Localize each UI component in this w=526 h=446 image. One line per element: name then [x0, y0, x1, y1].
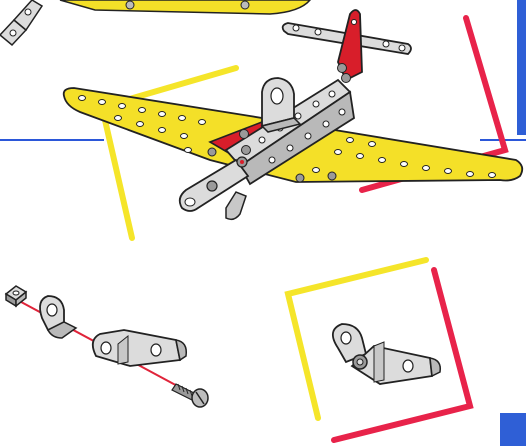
corner-panel-bottom [500, 413, 526, 446]
bolt-icon [172, 384, 208, 407]
exploded-assembly [6, 286, 208, 407]
angle-bracket-icon [40, 296, 76, 338]
cockpit-bracket [262, 78, 300, 132]
assembled-bracket-icon [333, 324, 440, 384]
corner-panel-top [517, 0, 526, 135]
nose-bracket [180, 157, 248, 219]
previous-step-fragment [0, 0, 310, 45]
double-bracket-icon [93, 330, 186, 366]
airplane-model-icon [64, 10, 523, 219]
